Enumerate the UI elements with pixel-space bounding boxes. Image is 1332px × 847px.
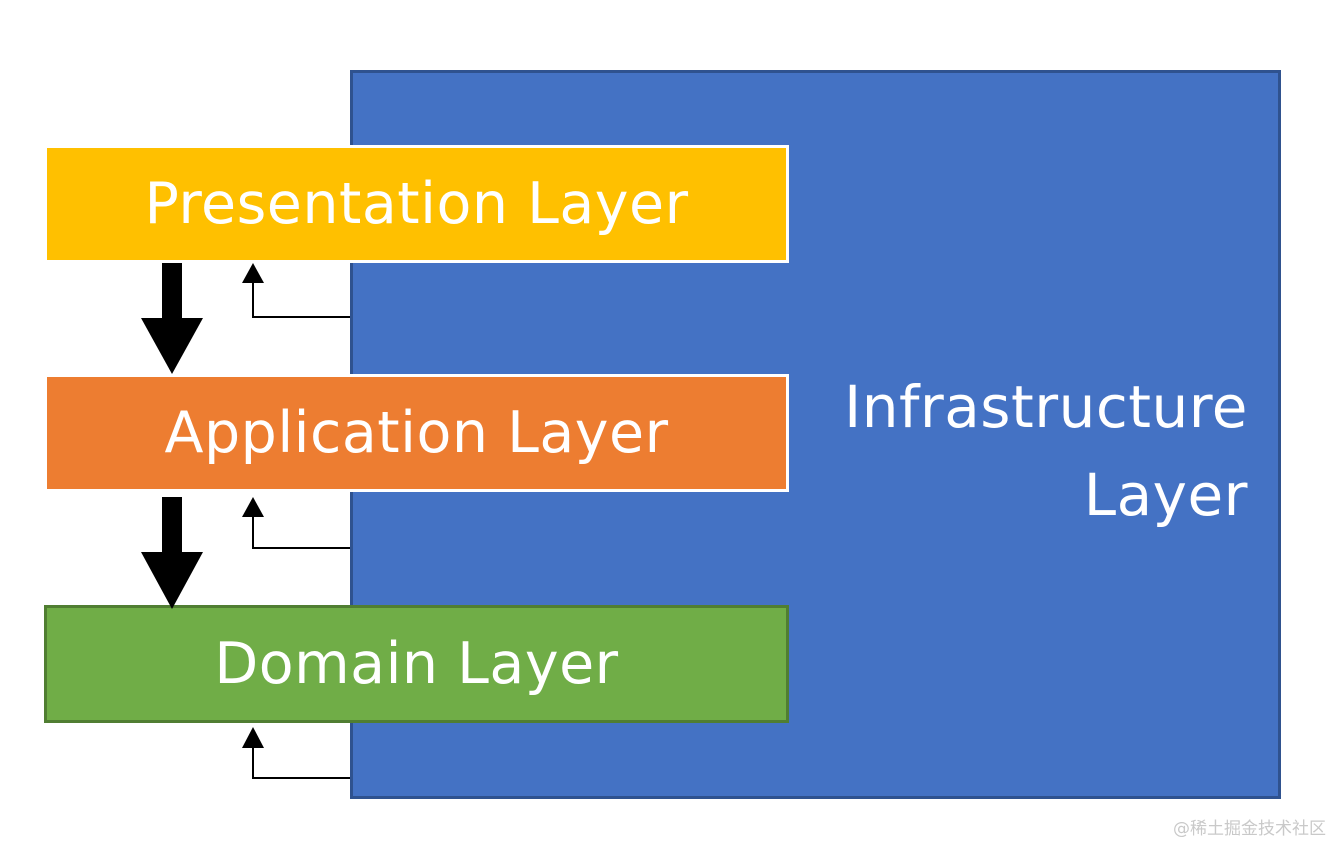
presentation-layer-box: Presentation Layer bbox=[44, 145, 789, 263]
infrastructure-to-application-connector bbox=[242, 497, 350, 549]
domain-layer-box: Domain Layer bbox=[44, 605, 789, 723]
infrastructure-to-presentation-connector bbox=[242, 263, 350, 318]
application-to-domain-arrow bbox=[141, 497, 203, 609]
application-layer-box: Application Layer bbox=[44, 374, 789, 492]
infrastructure-layer-label: Infrastructure Layer bbox=[808, 363, 1248, 539]
presentation-to-application-arrow bbox=[141, 263, 203, 374]
presentation-layer-label: Presentation Layer bbox=[144, 171, 689, 237]
infrastructure-label-line-2: Layer bbox=[1083, 461, 1248, 529]
application-layer-label: Application Layer bbox=[164, 400, 669, 466]
watermark-text: @稀土掘金技术社区 bbox=[1173, 819, 1326, 839]
domain-layer-label: Domain Layer bbox=[214, 631, 619, 697]
infrastructure-label-line-1: Infrastructure bbox=[844, 373, 1248, 441]
infrastructure-to-domain-connector bbox=[242, 727, 350, 779]
